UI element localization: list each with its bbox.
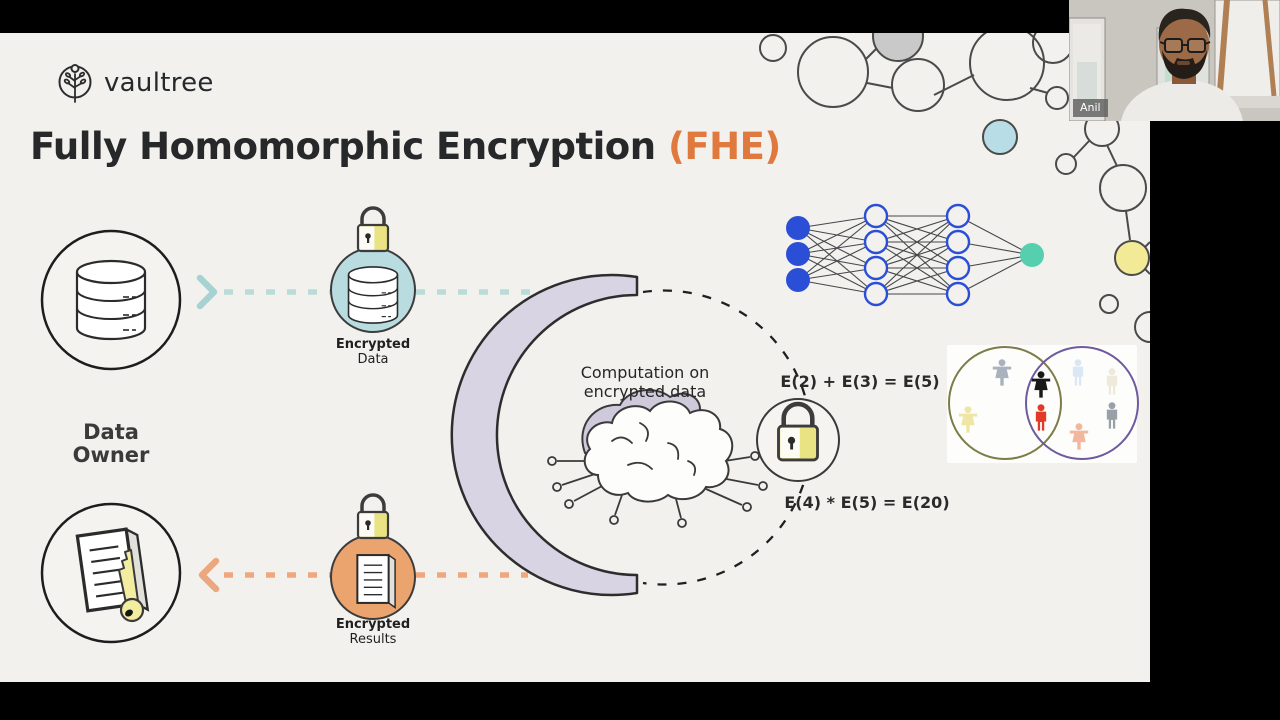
- webcam-video[interactable]: Anil: [1069, 0, 1280, 121]
- participant-avatar: [1121, 8, 1243, 121]
- lock-icon: [356, 206, 390, 253]
- chevron-left-icon: [198, 557, 220, 593]
- lock-icon: [356, 493, 390, 540]
- computation-label: Computation on encrypted data: [580, 363, 710, 401]
- cipher-lock-node: [756, 398, 840, 482]
- encrypted-data-node: [330, 206, 416, 333]
- equation-multiplication: E(4) * E(5) = E(20): [784, 493, 950, 512]
- fhe-cycle-dashed-arc: [642, 289, 813, 586]
- database-icon: [347, 266, 399, 324]
- data-owner-label: Data Owner: [72, 420, 150, 467]
- encrypted-results-node: [330, 493, 416, 620]
- vaultree-logo: vaultree: [56, 61, 214, 105]
- brain-icon: [547, 389, 768, 528]
- input-nodes: [786, 216, 810, 292]
- output-node: [1020, 243, 1044, 267]
- database-icon: [75, 259, 147, 341]
- presentation-slide: vaultree Fully Homomorphic Encryption (F…: [0, 33, 1150, 682]
- computation-crescent: [450, 273, 639, 597]
- flow-to-owner: [198, 557, 528, 593]
- chevron-right-icon: [196, 274, 218, 310]
- hidden-nodes: [863, 203, 971, 307]
- venn-diagram: [947, 345, 1139, 463]
- fhe-diagram: [40, 33, 1150, 644]
- decorative-bubbles: [759, 33, 1150, 343]
- slide-title: Fully Homomorphic Encryption (FHE): [30, 125, 781, 168]
- slide-title-highlight: (FHE): [667, 125, 781, 168]
- participant-name-badge: Anil: [1073, 99, 1108, 117]
- encrypted-results-label: Encrypted Results: [335, 617, 411, 647]
- decrypted-results-node: [40, 502, 182, 644]
- flow-to-computation: [196, 274, 532, 310]
- vaultree-logo-icon: [58, 64, 92, 103]
- key-icon: [118, 549, 139, 604]
- slide-title-text: Fully Homomorphic Encryption: [30, 125, 656, 168]
- document-key-icon: [75, 526, 150, 623]
- neural-network-diagram: [786, 203, 1044, 307]
- data-owner-node: [40, 229, 182, 371]
- encrypted-data-label: Encrypted Data: [335, 337, 411, 367]
- equation-addition: E(2) + E(3) = E(5): [780, 372, 940, 391]
- brand-name: vaultree: [104, 68, 214, 98]
- document-icon: [356, 554, 397, 609]
